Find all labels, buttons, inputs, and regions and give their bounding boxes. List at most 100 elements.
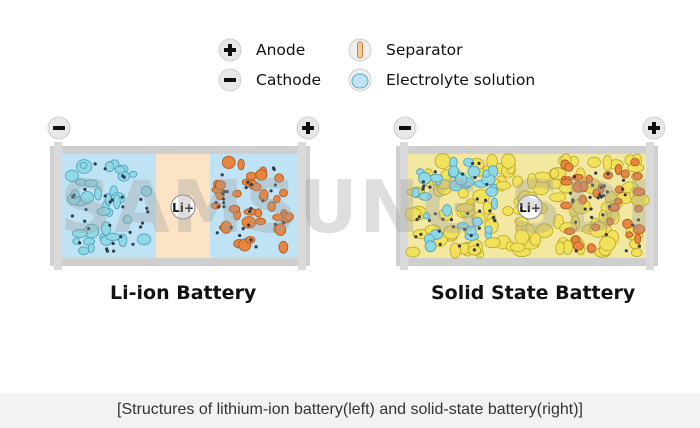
li-ion-marker: Li+ <box>517 194 543 220</box>
particle <box>502 205 514 216</box>
ion-dot <box>599 185 603 190</box>
li-ion-label: Li+ <box>519 201 541 215</box>
legend-anode: Anode <box>218 38 305 62</box>
particle <box>273 195 281 204</box>
cathode-particles <box>560 158 646 254</box>
particle <box>632 187 646 197</box>
ion-dot <box>269 189 273 193</box>
particle <box>272 213 284 221</box>
plus-terminal-icon <box>642 116 666 140</box>
particle <box>77 246 90 256</box>
particle <box>448 165 459 178</box>
particle <box>128 170 138 178</box>
particle <box>586 243 596 254</box>
ion-dot <box>472 248 476 252</box>
caption-bar: [Structures of lithium-ion battery(left)… <box>0 393 700 428</box>
particle <box>509 242 526 253</box>
particle <box>214 180 226 191</box>
particle <box>232 189 242 198</box>
particle <box>555 241 565 256</box>
particle <box>598 209 608 224</box>
particle <box>606 217 614 226</box>
ion-dot <box>238 233 242 238</box>
ion-dot <box>483 198 488 202</box>
particle <box>631 247 643 258</box>
particle <box>467 165 481 178</box>
particle <box>482 201 493 215</box>
ion-dot <box>105 249 109 253</box>
particle <box>237 158 245 171</box>
ion-dot <box>594 171 598 175</box>
particle <box>578 194 588 205</box>
ion-dot <box>216 205 220 209</box>
legend-separator-label: Separator <box>386 41 463 59</box>
particle <box>455 203 475 213</box>
ion-dot <box>477 161 481 165</box>
solid-state-battery-title: Solid State Battery <box>431 282 636 304</box>
ion-dot <box>451 225 455 229</box>
particle <box>564 227 576 235</box>
ion-dot <box>466 211 470 216</box>
ion-dot <box>601 213 605 217</box>
legend-separator: Separator <box>348 38 463 62</box>
particle <box>484 237 501 249</box>
ion-dot <box>441 217 445 221</box>
ion-dot <box>229 225 233 230</box>
ion-dot <box>588 195 592 199</box>
ion-dot <box>574 249 578 253</box>
particle <box>630 158 640 167</box>
ion-dot <box>87 227 91 231</box>
plus-terminal-icon <box>296 116 320 140</box>
ion-dot <box>461 172 465 176</box>
ion-dot <box>637 244 641 248</box>
plus-icon <box>218 38 242 62</box>
ion-dot <box>103 167 107 171</box>
particle <box>625 231 633 238</box>
particle <box>501 153 516 169</box>
ion-dot <box>414 235 418 239</box>
ion-dot <box>249 206 253 211</box>
ion-dot <box>119 235 123 239</box>
li-ion-marker: Li+ <box>170 194 196 220</box>
ion-dot <box>254 245 258 249</box>
ion-dot <box>621 178 626 182</box>
legend-electrolyte-label: Electrolyte solution <box>386 71 536 89</box>
particle <box>560 201 572 210</box>
ion-dot <box>121 205 125 209</box>
ion-dot <box>273 183 277 187</box>
ion-dot <box>623 193 627 197</box>
particle <box>113 194 121 210</box>
legend-electrolyte: Electrolyte solution <box>348 68 535 92</box>
particle <box>422 212 431 220</box>
ion-dot <box>493 219 497 223</box>
particle <box>429 173 444 183</box>
particle <box>602 154 612 172</box>
ion-dot <box>449 218 453 222</box>
particle <box>491 197 499 210</box>
particle <box>585 174 593 184</box>
particle <box>485 186 499 197</box>
ion-dot <box>93 162 97 166</box>
anode-particles <box>65 159 153 256</box>
particle <box>564 162 574 172</box>
ion-dot <box>476 243 480 247</box>
anode-particles <box>411 156 499 253</box>
ion-dot <box>574 220 578 224</box>
ion-dot <box>607 204 612 209</box>
particle <box>634 233 642 245</box>
particle <box>245 171 257 181</box>
ion-dot <box>249 238 253 242</box>
ion-dot <box>221 192 225 196</box>
particle <box>284 212 294 222</box>
ion-dot <box>108 200 112 204</box>
ion-dot <box>84 207 88 212</box>
li-ion-battery-diagram: Li+ <box>47 116 320 270</box>
particle <box>514 229 530 246</box>
ion-dot <box>282 220 286 225</box>
particle <box>424 240 437 253</box>
particle <box>418 171 432 185</box>
ion-dot <box>421 187 425 191</box>
particle <box>632 172 643 180</box>
ion-dot <box>222 201 226 205</box>
particle <box>572 241 584 251</box>
